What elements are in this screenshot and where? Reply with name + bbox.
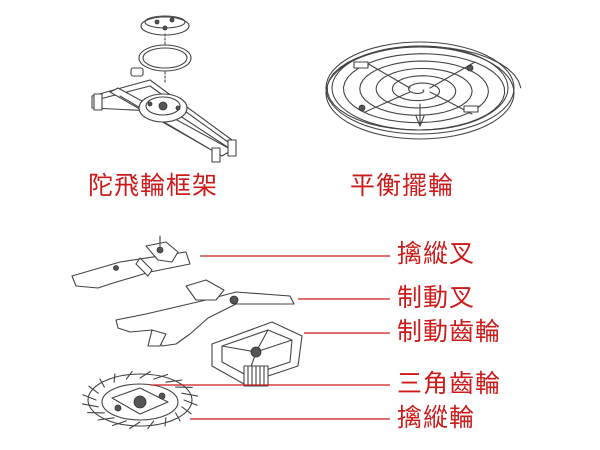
escape-wheel-tooth [175,412,181,422]
escape-wheel-tooth [82,394,97,401]
escape-wheel-tooth [181,392,199,397]
escape-wheel-tooth [113,373,116,383]
escape-wheel-tooth [129,421,141,430]
label-brake-fork: 制動叉 [397,283,476,312]
caption-tourbillon-frame: 陀飛輪框架 [88,171,219,200]
escape-wheel-tooth [153,373,169,380]
escape-wheel-tooth [125,370,133,380]
escape-wheel-tooth [88,385,99,394]
label-triangle-gear: 三角齒輪 [397,369,502,398]
caption-balance-wheel: 平衡擺輪 [350,171,455,200]
escape-wheel-tooth [183,399,198,406]
pallet-fork-illustration [71,235,191,289]
balance-wheel-illustration [325,41,522,140]
escape-wheel-tooth [165,379,183,383]
escape-wheel-tooth [97,417,115,421]
escape-wheel-illustration [81,370,199,430]
label-escape-wheel: 擒縱輪 [397,403,476,432]
escape-wheel-tooth [111,420,127,427]
tourbillon-frame-illustration [91,15,237,163]
brake-fork-illustration [115,279,295,347]
escape-wheel-tooth [139,370,151,379]
escape-wheel-tooth [81,403,99,408]
escape-wheel-tooth [181,406,192,415]
label-pallet-fork: 擒縱叉 [397,239,476,268]
label-brake-gear: 制動齒輪 [397,317,502,346]
escape-wheel-tooth [99,378,105,388]
escape-wheel-tooth [147,420,155,430]
brake-gear-illustration [211,321,303,387]
escape-wheel-tooth [164,417,167,427]
